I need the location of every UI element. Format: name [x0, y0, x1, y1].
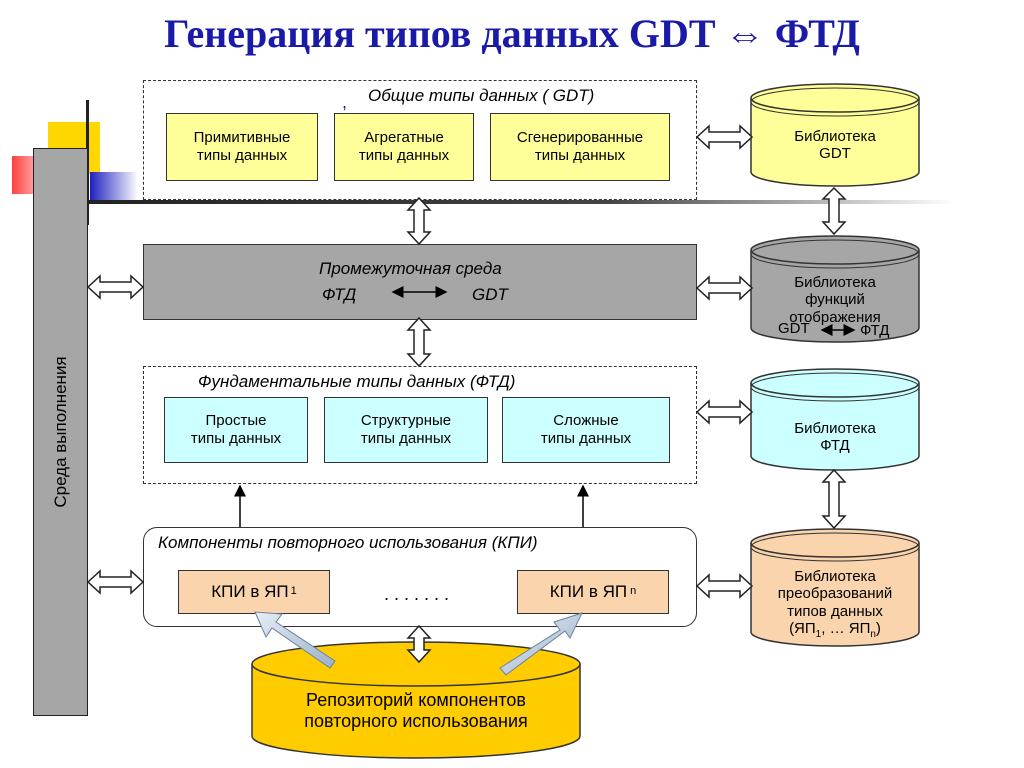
repo-to-kpi1-arrow: [254, 611, 336, 669]
kpi-lang-n-label: КПИ в ЯП: [549, 581, 628, 601]
library-gdt: Библиотека GDT: [751, 128, 919, 163]
structural-types-box: Структурные типы данных: [324, 397, 488, 463]
complex-types-box: Сложные типы данных: [502, 397, 670, 463]
kpi-group-title: Компоненты повторного использования (КПИ…: [158, 533, 538, 552]
library-ftd-label: Библиотека ФТД: [794, 420, 876, 455]
generated-types-label: Сгенерированные типы данных: [516, 129, 644, 164]
library-ftd: Библиотека ФТД: [751, 420, 919, 455]
double-arrow-mid-ftd: [406, 316, 432, 368]
simple-types-label: Простые типы данных: [190, 412, 282, 447]
library-mapping-label: Библиотека функций отображения: [789, 274, 881, 326]
ftd-group-title: Фундаментальные типы данных (ФТД): [198, 372, 516, 391]
primitive-types-label: Примитивные типы данных: [193, 129, 291, 164]
decor-horizontal-line: [86, 200, 956, 204]
library-mapping-left: GDT: [778, 320, 810, 337]
kpi-lang-1-sub: 1: [290, 585, 297, 598]
double-arrow-runtime-mid: [86, 274, 145, 300]
library-mapping-right: ФТД: [860, 322, 890, 339]
intermediate-title: Промежуточная среда: [319, 259, 502, 278]
repository-cylinder: [251, 641, 581, 759]
double-arrow-transform-lib: [695, 573, 754, 599]
library-mapping-cylinder: [750, 235, 920, 343]
intermediate-environment: Промежуточная среда ФТД GDT: [143, 244, 697, 320]
structural-types-label: Структурные типы данных: [360, 412, 452, 447]
library-transform: Библиотека преобразований типов данных (…: [751, 568, 919, 640]
library-gdt-label: Библиотека GDT: [794, 128, 876, 163]
decor-blue-square: [90, 172, 138, 202]
double-arrow-gdt-mid: [406, 196, 432, 246]
library-transform-label: Библиотека преобразований типов данных: [777, 568, 893, 620]
gdt-group-title: Общие типы данных ( GDT): [368, 86, 595, 105]
double-arrow-runtime-kpi: [86, 569, 145, 595]
double-arrow-ftd-lib: [695, 399, 754, 425]
transform-sub-1: 1: [815, 628, 822, 640]
aggregate-types-box: Агрегатные типы данных: [334, 113, 474, 181]
transform-sub-mid: , … ЯП: [821, 619, 871, 637]
kpi-lang-1-label: КПИ в ЯП: [211, 581, 289, 601]
double-arrow-gdt-lib: [695, 124, 754, 150]
transform-sub-close: ): [875, 619, 881, 637]
apostrophe-mark: ,: [342, 92, 348, 112]
intermediate-left-label: ФТД: [322, 285, 357, 304]
library-transform-cylinder: [750, 528, 920, 647]
complex-types-label: Сложные типы данных: [540, 412, 632, 447]
transform-sub-open: (ЯП: [789, 619, 816, 637]
library-gdt-cylinder: [750, 83, 920, 187]
simple-types-box: Простые типы данных: [164, 397, 308, 463]
double-arrow-gdtlib-maplib: [821, 186, 847, 236]
library-transform-sub-line: (ЯП1, … ЯПn): [751, 620, 919, 641]
generated-types-box: Сгенерированные типы данных: [490, 113, 670, 181]
repository-label: Репозиторий компонентов повторного испол…: [304, 690, 528, 731]
intermediate-right-label: GDT: [472, 285, 508, 304]
kpi-lang-n-sub: n: [630, 585, 637, 598]
primitive-types-box: Примитивные типы данных: [166, 113, 318, 181]
library-ftd-cylinder: [750, 368, 920, 471]
double-arrow-mapping-lib: [695, 275, 754, 301]
aggregate-types-label: Агрегатные типы данных: [358, 129, 450, 164]
repo-to-kpin-arrow: [499, 612, 583, 676]
double-arrow-kpi-repo: [406, 624, 432, 664]
double-arrow-ftdlib-translib: [821, 468, 847, 530]
library-mapping: Библиотека функций отображения: [751, 274, 919, 326]
runtime-environment-bar: Среда выполнения: [33, 148, 88, 716]
page-title: Генерация типов данных GDT ⇔ ФТД: [164, 11, 860, 56]
transform-sub-n: n: [870, 628, 876, 640]
kpi-ellipsis: . . . . . . .: [384, 584, 450, 604]
